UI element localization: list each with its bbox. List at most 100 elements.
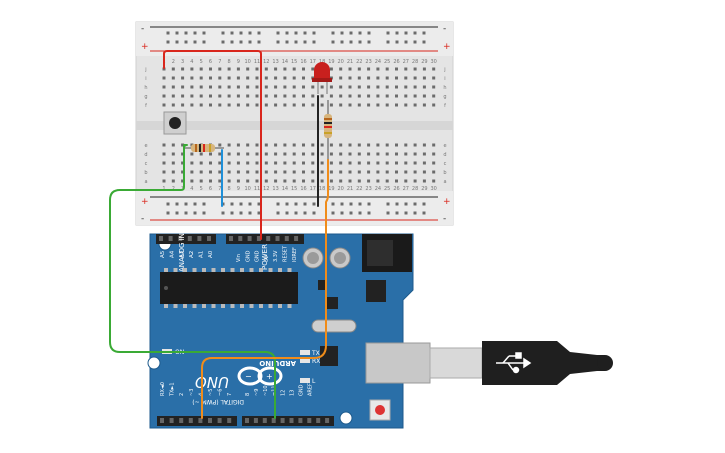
breadboard-hole (311, 143, 315, 147)
breadboard-hole (236, 94, 240, 98)
led-dome (314, 62, 330, 80)
header-pin[interactable] (198, 418, 203, 423)
rail-hole (413, 211, 417, 215)
breadboard-hole (357, 161, 361, 165)
header-pin[interactable] (325, 418, 330, 423)
breadboard-hole (162, 152, 166, 156)
column-number: 4 (190, 186, 193, 192)
rail-hole (166, 202, 170, 206)
row-letter: d (443, 152, 446, 158)
rail-hole (230, 40, 234, 44)
breadboard-hole (264, 179, 268, 183)
header-pin[interactable] (284, 236, 289, 241)
header-pin[interactable] (208, 418, 212, 423)
header-pin[interactable] (187, 236, 192, 241)
rail-hole (395, 211, 399, 215)
breadboard-hole (302, 143, 305, 147)
breadboard-hole (432, 85, 436, 89)
pushbutton[interactable] (163, 111, 187, 135)
header-pin[interactable] (207, 236, 211, 241)
rail-hole (239, 211, 243, 215)
breadboard-hole (236, 161, 240, 165)
header-pin[interactable] (188, 418, 193, 423)
atmega-chip (160, 272, 298, 304)
header-pin[interactable] (289, 418, 294, 423)
row-letter: c (145, 161, 148, 167)
capacitor-top (334, 252, 346, 264)
header-pin[interactable] (247, 236, 252, 241)
header-pin[interactable] (169, 418, 174, 423)
breadboard-hole (367, 161, 371, 165)
header-pin[interactable] (238, 236, 243, 241)
breadboard-hole (218, 94, 222, 98)
header-pin[interactable] (217, 418, 222, 423)
resistor-button (183, 144, 224, 152)
digital-pin-label: GND (298, 384, 304, 396)
header-pin[interactable] (178, 236, 183, 241)
header-pin[interactable] (266, 236, 271, 241)
header-pin[interactable] (159, 236, 163, 241)
rail-hole (230, 31, 234, 35)
header-pin[interactable] (168, 236, 173, 241)
header-pin[interactable] (262, 418, 267, 423)
header-pin[interactable] (197, 236, 202, 241)
rail-hole (239, 40, 243, 44)
breadboard-hole (227, 67, 231, 71)
breadboard-hole (432, 152, 436, 156)
breadboard-hole (348, 94, 352, 98)
breadboard-hole (255, 179, 259, 183)
header-pin[interactable] (275, 236, 280, 241)
l-label: L (312, 378, 316, 385)
column-number: 29 (421, 186, 427, 192)
breadboard-hole (209, 85, 212, 89)
header-pin[interactable] (229, 236, 233, 241)
header-pin[interactable] (294, 236, 299, 241)
rail-hole (367, 211, 371, 215)
breadboard-hole (311, 170, 315, 174)
breadboard-hole (292, 170, 296, 174)
rail-hole (386, 40, 390, 44)
breadboard-hole (302, 76, 305, 80)
header-pin[interactable] (280, 418, 285, 423)
breadboard-hole (422, 179, 426, 183)
breadboard-hole (339, 67, 343, 71)
reset-button-cap[interactable] (375, 405, 385, 415)
breadboard-hole (246, 152, 250, 156)
header-pin[interactable] (179, 418, 184, 423)
breadboard-hole (274, 76, 278, 80)
tx-label: TX (311, 350, 320, 357)
breadboard-hole (357, 179, 361, 183)
chip-pin (287, 268, 292, 272)
header-pin[interactable] (253, 418, 258, 423)
small-component (318, 280, 326, 290)
header-pin[interactable] (316, 418, 321, 423)
breadboard-hole (171, 179, 175, 183)
header-pin[interactable] (271, 418, 276, 423)
breadboard-hole (320, 170, 324, 174)
resistor-band (324, 126, 332, 128)
breadboard-hole (339, 76, 343, 80)
header-pin[interactable] (307, 418, 312, 423)
header-pin[interactable] (256, 236, 261, 241)
breadboard-hole (199, 94, 203, 98)
header-pin[interactable] (245, 418, 249, 423)
breadboard-hole (283, 103, 287, 107)
row-letter: f (444, 103, 446, 109)
rail-hole (276, 211, 280, 215)
rail-hole (248, 211, 252, 215)
rail-hole (367, 31, 371, 35)
breadboard-hole (311, 94, 315, 98)
breadboard-hole (348, 76, 352, 80)
breadboard-hole (385, 94, 389, 98)
chip-pin (278, 304, 282, 308)
pushbutton-cap[interactable] (169, 117, 181, 129)
chip-notch (164, 286, 168, 290)
header-pin[interactable] (160, 418, 164, 423)
rail-hole (193, 211, 197, 215)
header-pin[interactable] (298, 418, 303, 423)
wire-red-5v (163, 50, 262, 240)
header-pin[interactable] (227, 418, 232, 423)
rail-hole (239, 202, 243, 206)
breadboard-hole (227, 152, 231, 156)
